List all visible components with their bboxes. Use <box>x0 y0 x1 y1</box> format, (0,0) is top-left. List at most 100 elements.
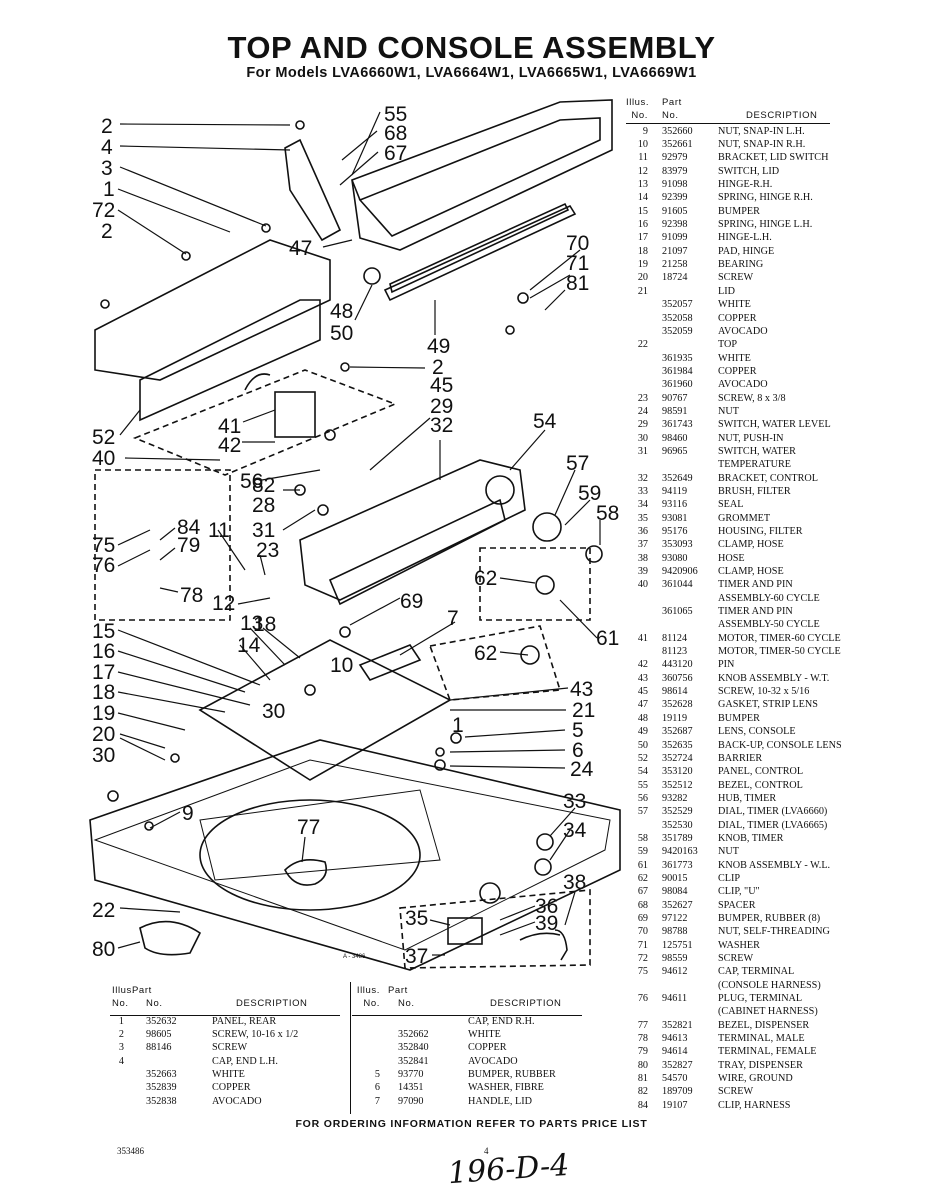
illus-no: 9 <box>642 125 648 137</box>
illus-no <box>352 1041 380 1054</box>
part-no: 91098 <box>662 179 688 191</box>
illus-no: 3 <box>118 1042 124 1054</box>
description: PANEL, CONTROL <box>718 766 804 778</box>
illus-no: 17 <box>637 232 648 244</box>
part-no: 81123 <box>662 646 688 658</box>
illus-no: 5 <box>374 1069 380 1081</box>
description: NUT <box>718 405 739 417</box>
svg-text:13: 13 <box>240 612 263 635</box>
svg-text:54: 54 <box>533 410 557 433</box>
part-no: 19107 <box>662 1099 688 1111</box>
table-header-2: No. No. DESCRIPTION <box>626 109 926 122</box>
svg-text:78: 78 <box>180 584 203 607</box>
illus-no: 82 <box>637 1086 648 1098</box>
illus-no: 22 <box>637 339 648 351</box>
svg-text:49: 49 <box>427 335 450 358</box>
svg-text:4: 4 <box>101 136 113 159</box>
part-no: 352687 <box>662 726 693 738</box>
description: GROMMET <box>718 512 771 524</box>
svg-text:9: 9 <box>182 802 194 825</box>
part-no: 352512 <box>662 779 693 791</box>
svg-text:84: 84 <box>177 516 201 539</box>
part-no: 18724 <box>662 272 688 284</box>
part-no: 352627 <box>662 899 693 911</box>
illus-no <box>626 312 648 325</box>
illus-no: 34 <box>637 499 648 511</box>
illus-no <box>626 618 648 631</box>
illus-no: 57 <box>637 806 648 818</box>
description: SPRING, HINGE R.H. <box>718 192 813 204</box>
svg-text:77: 77 <box>297 816 320 839</box>
part-no: 352649 <box>662 472 693 484</box>
table-row: 35 93081 GROMMET <box>626 512 926 525</box>
part-no: 88146 <box>146 1042 172 1054</box>
part-no: 351789 <box>662 832 693 844</box>
header-no2: No. <box>146 998 163 1010</box>
part-no: 361935 <box>662 352 693 364</box>
description: WASHER <box>718 939 760 951</box>
header-illus: Illus. <box>112 985 136 996</box>
svg-text:71: 71 <box>566 252 589 275</box>
part-no: 98591 <box>662 405 688 417</box>
illus-no: 23 <box>637 392 648 404</box>
svg-text:59: 59 <box>578 482 601 505</box>
part-no: 98084 <box>662 886 688 898</box>
description: KNOB ASSEMBLY - W.L. <box>718 859 831 871</box>
illus-no <box>112 1095 124 1108</box>
part-no <box>648 592 706 605</box>
illus-no: 39 <box>637 566 648 578</box>
svg-text:31: 31 <box>252 519 275 542</box>
svg-text:37: 37 <box>405 945 428 968</box>
part-no: 93081 <box>662 512 688 524</box>
description: CLIP <box>718 872 741 884</box>
description: HOUSING, FILTER <box>718 526 803 537</box>
illus-no: 52 <box>637 752 648 764</box>
table-header-2: No. No. DESCRIPTION <box>112 997 352 1010</box>
svg-text:62: 62 <box>474 642 497 665</box>
svg-text:34: 34 <box>563 819 587 842</box>
part-no <box>124 1055 190 1068</box>
description: TERMINAL, FEMALE <box>718 1046 817 1058</box>
divider <box>626 123 830 124</box>
illus-no <box>112 1068 124 1081</box>
part-no: 9420906 <box>662 566 698 578</box>
description: WHITE <box>718 299 751 311</box>
svg-text:1: 1 <box>103 178 115 201</box>
illus-no: 31 <box>637 445 648 457</box>
svg-text:75: 75 <box>92 534 115 557</box>
page-number: 4 <box>484 1146 489 1156</box>
part-no: 92399 <box>662 192 688 204</box>
part-no: 352635 <box>662 739 693 751</box>
part-no: 94611 <box>662 993 688 1005</box>
illus-no: 35 <box>637 512 648 524</box>
description: CAP, END L.H. <box>212 1055 278 1067</box>
svg-text:36: 36 <box>535 895 558 918</box>
part-no <box>648 338 706 351</box>
part-no: 96965 <box>662 445 688 457</box>
illus-no <box>352 1015 380 1028</box>
diagram-ref: A - 3486 <box>343 954 366 960</box>
part-no: 95176 <box>662 526 688 537</box>
